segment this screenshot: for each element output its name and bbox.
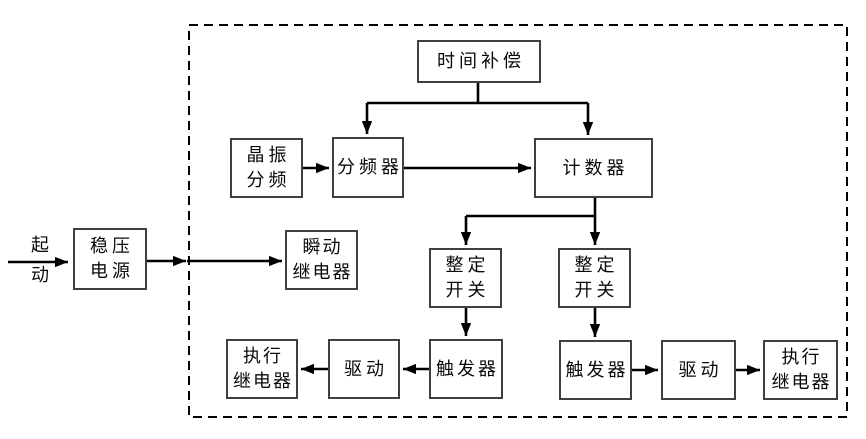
node-trigger-left: 触发器 (429, 339, 503, 399)
node-trigger-right: 触发器 (559, 340, 632, 400)
node-time-compensation: 时间补偿 (417, 40, 541, 83)
node-crystal-divider: 晶振 分频 (230, 138, 303, 198)
node-exec-relay-left: 执行 继电器 (226, 339, 298, 399)
node-counter: 计数器 (534, 138, 653, 198)
start-label-line2: 动 (31, 265, 49, 286)
node-instant-relay: 瞬动 继电器 (285, 230, 358, 290)
node-exec-relay-right: 执行 继电器 (763, 340, 838, 400)
node-setting-switch-left: 整定 开关 (429, 248, 502, 308)
node-power-supply: 稳压 电源 (73, 228, 147, 290)
node-frequency-divider: 分频器 (332, 137, 404, 198)
start-label-line1: 起 (31, 235, 49, 256)
start-label: 起 动 (22, 235, 58, 287)
node-setting-switch-right: 整定 开关 (558, 248, 631, 308)
node-driver-left: 驱动 (328, 339, 400, 399)
node-driver-right: 驱动 (661, 340, 736, 400)
